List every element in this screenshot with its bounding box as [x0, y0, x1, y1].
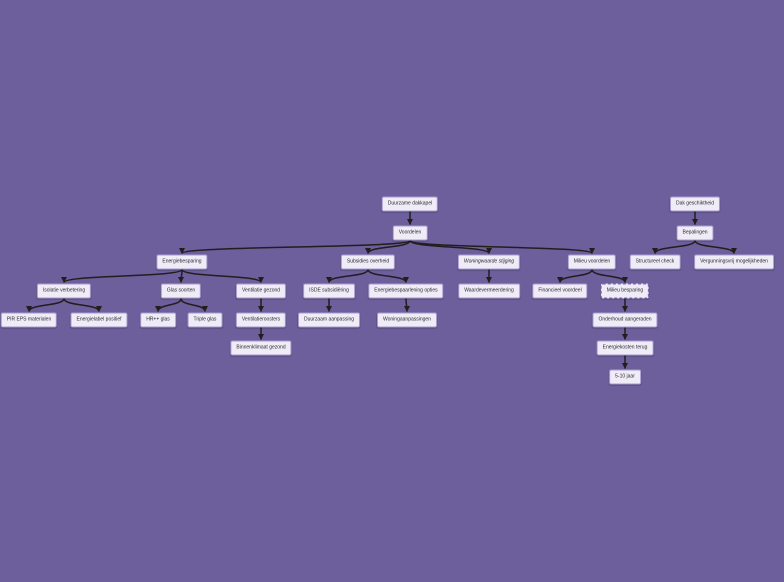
mindmap-node-energiebespaarlening[interactable]: Energiebespaarlening opties	[368, 283, 444, 299]
edge-bepalingen-to-structureel-check	[652, 240, 696, 254]
mindmap-node-woningwaarde-stijging[interactable]: Woningwaarde stijging	[457, 254, 521, 270]
mindmap-node-triple-glas[interactable]: Triple glas	[187, 312, 223, 328]
mindmap-node-ventilatie-gezond[interactable]: Ventilatie gezond	[235, 283, 287, 299]
edge-glas-soorten-to-triple-glas	[180, 298, 208, 312]
edge-energiebesparing-to-isolatie-verbetering	[61, 268, 183, 284]
edge-isolatie-verbetering-to-pir-eps-materialen	[26, 298, 65, 312]
mindmap-node-isolatie-verbetering[interactable]: Isolatie verbetering	[36, 283, 92, 299]
mindmap-node-binnenklimaat-gezond[interactable]: Binnenklimaat gezond	[230, 340, 292, 356]
edge-voordelen-to-woningwaarde-stijging	[409, 239, 492, 255]
edge-bepalingen-to-vergunningsvrij	[694, 240, 737, 254]
edge-voordelen-to-subsidies-overheid	[365, 240, 411, 254]
mindmap-node-glas-soorten[interactable]: Glas soorten	[160, 283, 202, 299]
edge-milieu-voordelen-to-milieu-besparing	[591, 269, 628, 283]
mindmap-node-duurzame-dakkapel[interactable]: Duurzame dakkapel	[381, 196, 439, 212]
mindmap-node-energiekosten-terug[interactable]: Energiekosten terug	[596, 340, 654, 356]
edge-milieu-voordelen-to-financieel-voordeel	[557, 269, 593, 283]
mindmap-node-milieu-voordelen[interactable]: Milieu voordelen	[567, 254, 617, 270]
mindmap-node-subsidies-overheid[interactable]: Subsidies overheid	[340, 254, 396, 270]
mindmap-node-waardevermeerdering[interactable]: Waardevermeerdering	[458, 283, 520, 299]
edge-subsidies-overheid-to-energiebespaarlening	[367, 269, 409, 283]
mindmap-node-bepalingen[interactable]: Bepalingen	[676, 225, 714, 241]
mindmap-node-energielabel-positief[interactable]: Energielabel positief	[70, 312, 128, 328]
mindmap-node-voordelen[interactable]: Voordelen	[392, 225, 428, 241]
mindmap-node-energiebesparing[interactable]: Energiebesparing	[156, 254, 208, 270]
mindmap-node-dak-geschiktheid[interactable]: Dak geschiktheid	[669, 196, 721, 212]
mindmap-node-milieu-besparing[interactable]: Milieu besparing	[600, 283, 650, 299]
mindmap-node-duurzaam-aanpassing[interactable]: Duurzaam aanpassing	[297, 312, 361, 328]
mindmap-node-pir-eps-materialen[interactable]: PIR EPS materialen	[0, 312, 58, 328]
mindmap-node-structureel-check[interactable]: Structureel check	[629, 254, 681, 270]
edge-isolatie-verbetering-to-energielabel-positief	[63, 298, 102, 312]
mindmap-node-vergunningsvrij[interactable]: Vergunningsvrij mogelijkheden	[694, 254, 774, 270]
mindmap-node-onderhoud-aangeraden[interactable]: Onderhoud aangeraden	[592, 312, 658, 328]
edge-energiebespaarlening-to-woningaanpassingen	[403, 298, 410, 312]
mindmap-node-isde-subsidiering[interactable]: ISDE subsidiëring	[303, 283, 355, 299]
mindmap-node-jaar-5-10[interactable]: 5-10 jaar	[609, 369, 641, 385]
edge-voordelen-to-milieu-voordelen	[409, 239, 595, 255]
edge-energiebesparing-to-ventilatie-gezond	[181, 268, 264, 284]
mindmap-node-hr-glas[interactable]: HR++ glas	[140, 312, 176, 328]
mindmap-node-ventilatieroosters[interactable]: Ventilatieroosters	[235, 312, 287, 328]
edge-subsidies-overheid-to-isde-subsidiering	[326, 269, 369, 283]
edge-energiebesparing-to-glas-soorten	[178, 269, 185, 283]
edge-glas-soorten-to-hr-glas	[155, 298, 182, 312]
edge-voordelen-to-energiebesparing	[179, 239, 411, 255]
mindmap-node-woningaanpassingen[interactable]: Woningaanpassingen	[376, 312, 438, 328]
mindmap-node-financieel-voordeel[interactable]: Financieel voordeel	[532, 283, 588, 299]
